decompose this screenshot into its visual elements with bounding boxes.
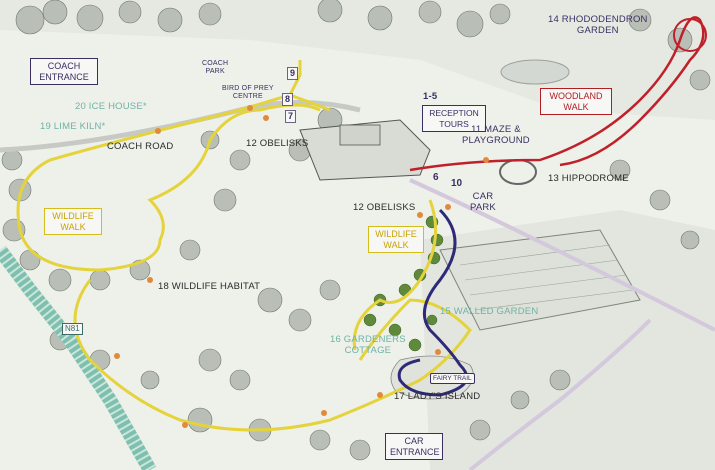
- woodland-trees: [1, 0, 711, 461]
- point-8: 8: [282, 93, 294, 106]
- woodland-walk-label: WOODLAND WALK: [540, 88, 612, 115]
- wildlife-walk-route: [16, 103, 321, 272]
- obelisks-top-label: 12 OBELISKS: [246, 138, 309, 149]
- point-markers: [114, 105, 489, 428]
- wildlife-habitat-label: 18 WILDLIFE HABITAT: [158, 281, 261, 292]
- reception-number: 1-5: [423, 91, 438, 102]
- hippodrome-label: 13 HIPPODROME: [548, 173, 629, 184]
- point-6: 6: [433, 172, 439, 183]
- obelisks-mid-label: 12 OBELISKS: [353, 202, 416, 213]
- walled-garden-label: 15 WALLED GARDEN: [440, 306, 539, 317]
- fairy-trail-tag: FAIRY TRAIL: [430, 373, 475, 384]
- reception-label: RECEPTION TOURS: [422, 105, 486, 132]
- ladys-island-label: 17 LADY'S ISLAND: [394, 391, 481, 402]
- coach-park-label: COACH PARK: [202, 60, 229, 75]
- fairy-trail-route: [397, 208, 469, 397]
- wildlife-walk-left-label: WILDLIFE WALK: [44, 208, 102, 235]
- bird-of-prey-label: BIRD OF PREY CENTRE: [222, 85, 274, 100]
- coach-entrance-label: COACH ENTRANCE: [30, 58, 98, 85]
- point-9: 9: [287, 67, 299, 80]
- ice-house-label: 20 ICE HOUSE*: [75, 101, 147, 112]
- gardeners-cottage-label: 16 GARDENERS COTTAGE: [330, 334, 406, 356]
- lime-kiln-label: 19 LIME KILN*: [40, 121, 106, 132]
- car-entrance-label: CAR ENTRANCE: [385, 433, 443, 460]
- maze-label: 11 MAZE & PLAYGROUND: [462, 124, 530, 146]
- green-trees: [363, 215, 444, 352]
- car-park-label: CAR PARK: [470, 191, 496, 213]
- point-10: 10: [451, 178, 463, 189]
- coach-road-label: COACH ROAD: [107, 141, 174, 152]
- road-n81-label: N81: [62, 323, 83, 335]
- wildlife-walk-center-label: WILDLIFE WALK: [368, 226, 424, 253]
- woodland-walk-route: [409, 16, 705, 172]
- point-7: 7: [285, 110, 297, 123]
- rhododendron-label: 14 RHODODENDRON GARDEN: [548, 14, 648, 36]
